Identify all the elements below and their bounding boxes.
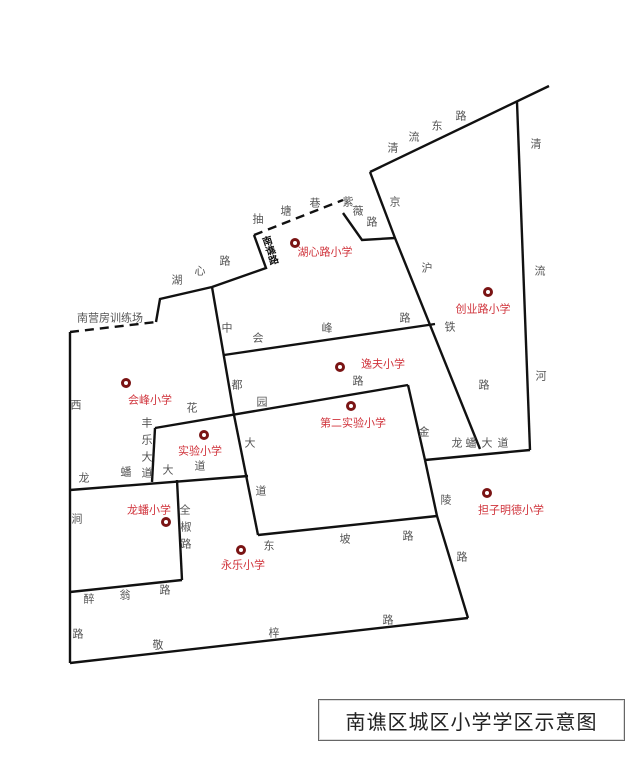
- road-label-duyuan-1: 都: [231, 378, 243, 392]
- road-ziwei: [342, 212, 396, 242]
- road-label-fengle-3: 大: [141, 450, 153, 464]
- road-label-longpan-east-1: 龙: [451, 436, 463, 450]
- road-label-dongpo-2: 坡: [339, 532, 351, 546]
- road-label-jinghu-2: 沪: [421, 261, 433, 275]
- road-label-chouting-3: 巷: [309, 196, 321, 210]
- school-marker-icon[interactable]: [482, 488, 492, 498]
- road-label-jingzi-2: 梓: [268, 626, 280, 640]
- road-label-zhonghuifeng-3: 峰: [321, 321, 333, 335]
- road-dongpo: [257, 514, 438, 537]
- school-label: 逸夫小学: [361, 357, 405, 371]
- school-marker-icon[interactable]: [199, 430, 209, 440]
- road-longpan-west: [69, 474, 249, 492]
- road-zuiweng: [69, 578, 183, 594]
- road-label-quanjiao-3: 路: [180, 537, 192, 551]
- school-marker-icon[interactable]: [483, 287, 493, 297]
- school-label: 担子明德小学: [478, 503, 544, 517]
- road-qingliu-river: [515, 101, 532, 451]
- road-jinling-lower: [423, 459, 470, 619]
- school-label: 会峰小学: [128, 393, 172, 407]
- road-label-qingliu-river-1: 清: [530, 137, 542, 151]
- road-label-jinling-1: 金: [418, 425, 430, 439]
- road-label-qingliu-river-2: 流: [534, 264, 546, 278]
- road-jingzi: [69, 616, 469, 665]
- road-label-jinling-2: 陵: [440, 493, 452, 507]
- road-label-ziwei-1: 紫: [342, 195, 354, 209]
- road-label-jinling-3: 路: [456, 550, 468, 564]
- school-marker-icon[interactable]: [335, 362, 345, 372]
- road-nanqiao: [211, 234, 268, 289]
- map-title-box: 南谯区城区小学学区示意图: [318, 699, 625, 741]
- road-label-quanjiao-2: 椒: [180, 520, 192, 534]
- road-label-lu-left: 路: [72, 627, 84, 641]
- school-label: 龙蟠小学: [127, 503, 171, 517]
- road-label-qingliu-east-3: 东: [431, 119, 443, 133]
- road-label-zuiweng-3: 路: [159, 583, 171, 597]
- road-label-chouting-1: 抽: [252, 212, 264, 226]
- road-label-jinghu-3: 铁: [444, 320, 456, 334]
- road-label-dadao-1: 大: [244, 436, 256, 450]
- road-label-jinghu-1: 京: [389, 195, 401, 209]
- road-label-chouting-2: 塘: [280, 204, 292, 218]
- road-duyuan: [154, 383, 409, 430]
- road-label-qingliu-river-3: 河: [535, 369, 547, 383]
- road-zhonghuifeng: [223, 322, 436, 357]
- road-label-quanjiao-1: 全: [179, 503, 191, 517]
- road-label-fengle-2: 乐: [141, 433, 153, 447]
- road-label-longpan-west-2: 蟠: [120, 465, 132, 479]
- road-longpan-east: [424, 448, 531, 462]
- road-quanjiao: [175, 479, 184, 581]
- road-huxin: [154, 285, 213, 323]
- school-marker-icon[interactable]: [236, 545, 246, 555]
- road-label-dongpo-3: 路: [402, 529, 414, 543]
- road-label-zhonghuifeng-2: 会: [252, 331, 264, 345]
- map-title: 南谯区城区小学学区示意图: [345, 709, 598, 734]
- road-label-ziwei-3: 路: [366, 215, 378, 229]
- school-marker-icon[interactable]: [121, 378, 131, 388]
- road-label-qingliu-east-4: 路: [455, 109, 467, 123]
- road-label-huxin-1: 湖: [171, 273, 183, 287]
- road-label-longpan-east-2: 蟠: [465, 436, 477, 450]
- road-label-longpan-west-3: 大: [162, 463, 174, 477]
- road-label-longpan-west-4: 道: [194, 459, 206, 473]
- road-chouting-dashed: [253, 198, 344, 237]
- school-label: 第二实验小学: [320, 416, 386, 430]
- road-label-longpan-east-3: 大: [481, 436, 493, 450]
- road-zhonghui-vertical: [210, 286, 236, 416]
- road-label-zuiweng-2: 翁: [119, 588, 131, 602]
- road-label-nanying: 南营房训练场: [77, 311, 143, 325]
- road-label-fengle-4: 道: [141, 466, 153, 480]
- road-qingliu-east: [369, 84, 550, 174]
- school-label: 永乐小学: [221, 558, 265, 572]
- road-label-fengle-1: 丰: [141, 416, 153, 430]
- school-label: 实验小学: [178, 444, 222, 458]
- road-label-dongpo-1: 东: [263, 539, 275, 553]
- road-label-zhonghuifeng-1: 中: [221, 321, 233, 335]
- road-label-qingliu-east-2: 流: [408, 130, 420, 144]
- road-fengle: [150, 427, 157, 483]
- road-label-duyuan-2: 园: [256, 395, 268, 409]
- road-label-jingzi-1: 敬: [152, 638, 164, 652]
- road-label-huxin-2: 心: [194, 264, 206, 278]
- road-label-duyuan-3: 路: [352, 374, 364, 388]
- road-label-ziwei-2: 薇: [352, 204, 364, 218]
- road-label-xijian-1: 西: [70, 398, 82, 412]
- road-label-zuiweng-1: 醉: [83, 592, 95, 606]
- road-label-qingliu-east-1: 清: [387, 141, 399, 155]
- school-marker-icon[interactable]: [161, 517, 171, 527]
- road-label-longpan-west-1: 龙: [78, 471, 90, 485]
- school-label: 创业路小学: [455, 302, 511, 316]
- road-label-jinghu-4: 路: [478, 378, 490, 392]
- road-label-huxin-3: 路: [219, 254, 231, 268]
- school-label: 湖心路小学: [297, 245, 353, 259]
- road-label-xijian-2: 涧: [71, 512, 83, 526]
- school-marker-icon[interactable]: [290, 238, 300, 248]
- road-label-jingzi-3: 路: [382, 613, 394, 627]
- road-label-huayuan: 花: [186, 401, 198, 415]
- road-jinling-upper: [406, 384, 427, 461]
- road-label-dadao-2: 道: [255, 484, 267, 498]
- road-label-zhonghuifeng-4: 路: [399, 311, 411, 325]
- road-label-longpan-east-4: 道: [497, 436, 509, 450]
- school-marker-icon[interactable]: [346, 401, 356, 411]
